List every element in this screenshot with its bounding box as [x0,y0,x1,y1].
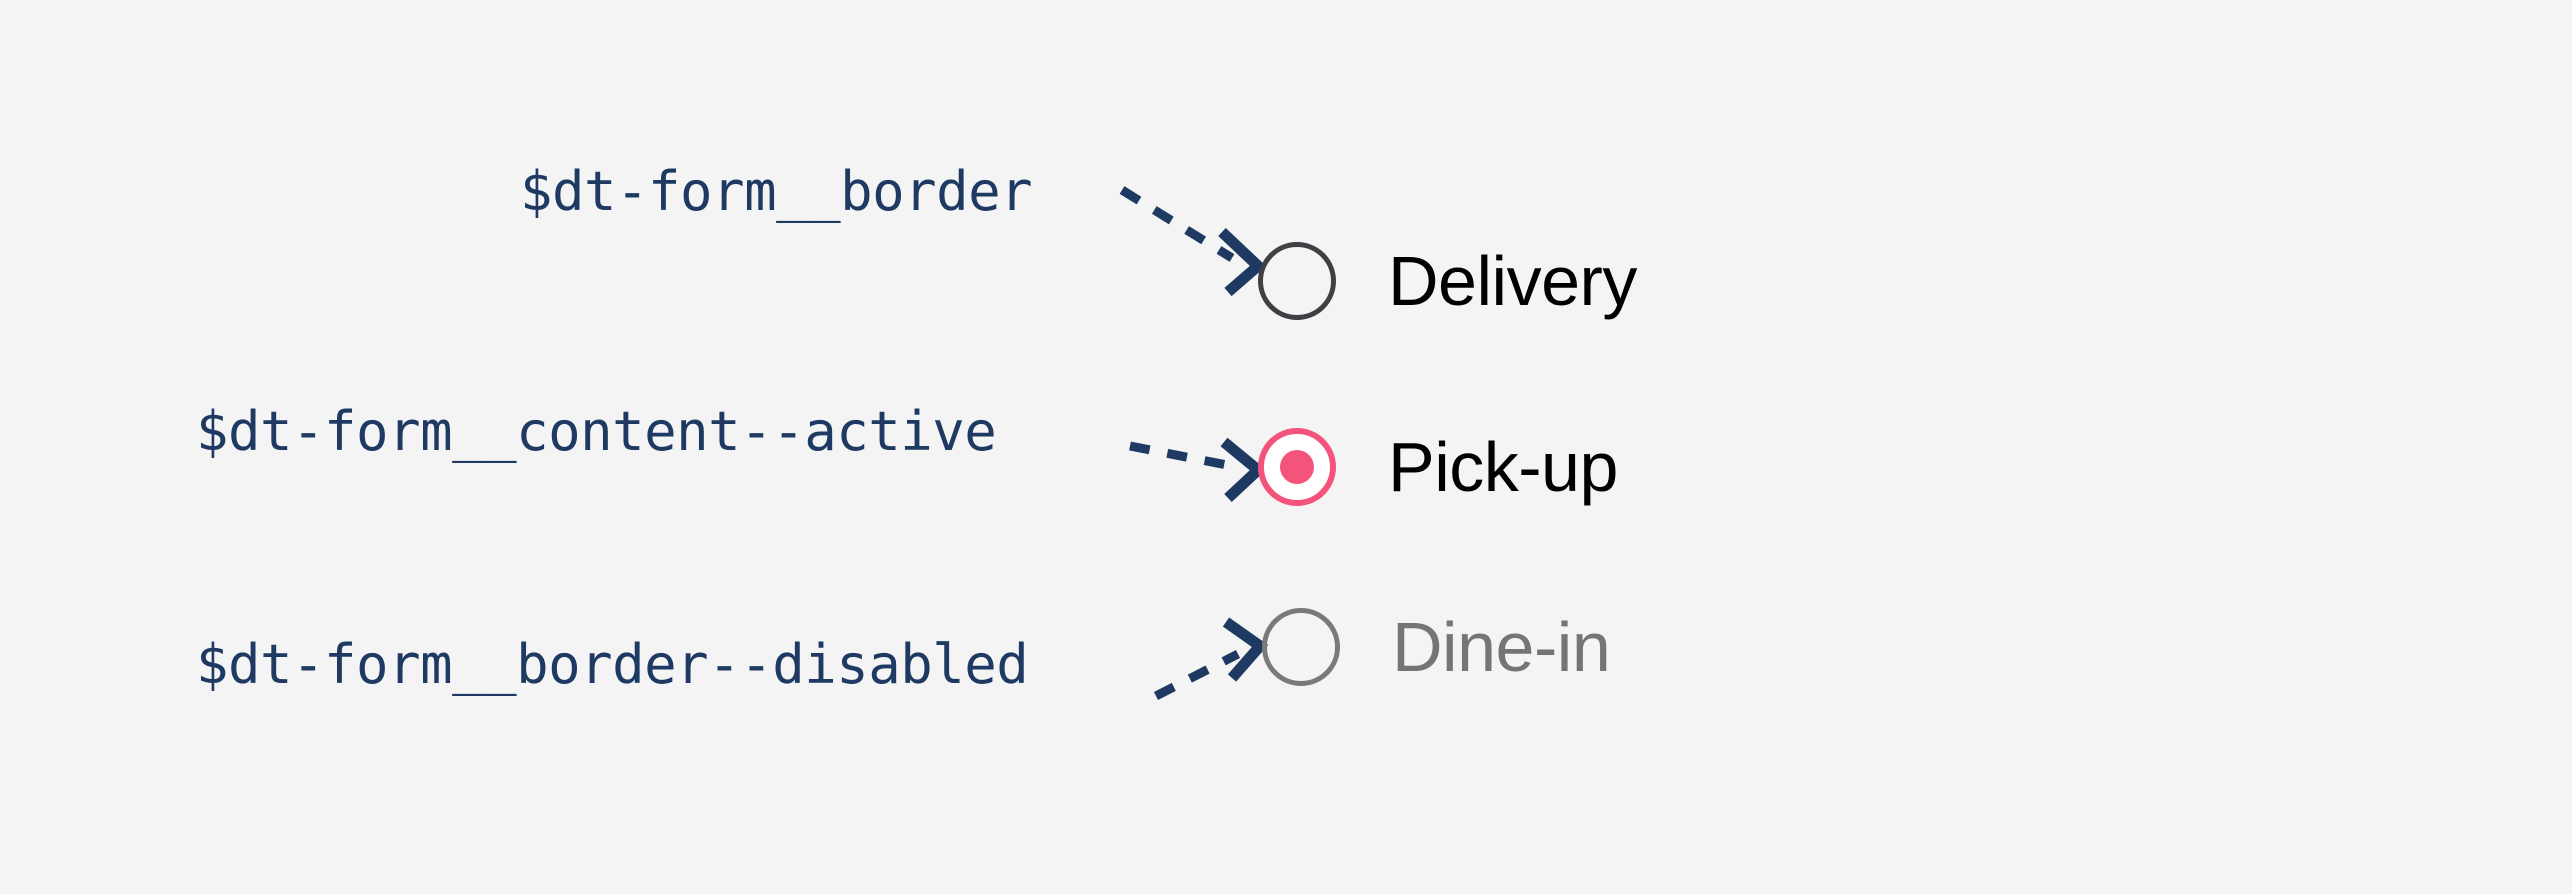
radio-option-label-pickup: Pick-up [1388,428,1618,506]
radio-option-dinein: Dine-in [1262,608,1611,686]
radio-checked-icon[interactable] [1258,428,1336,506]
radio-option-label-delivery: Delivery [1388,242,1637,320]
radio-unchecked-icon[interactable] [1258,242,1336,320]
dashed-arrow-icon-3 [1153,617,1269,701]
token-label-form-content-active: $dt-form__content--active [196,400,997,463]
radio-option-pickup[interactable]: Pick-up [1258,428,1618,506]
radio-option-label-dinein: Dine-in [1392,608,1611,686]
radio-unchecked-disabled-icon [1262,608,1340,686]
token-label-form-border-disabled: $dt-form__border--disabled [196,633,1029,696]
radio-dot-icon [1280,450,1314,484]
radio-option-delivery[interactable]: Delivery [1258,242,1637,320]
token-label-form-border: $dt-form__border [520,160,1033,223]
dashed-arrow-icon-1 [1119,186,1267,297]
dashed-arrow-icon-2 [1129,437,1267,503]
